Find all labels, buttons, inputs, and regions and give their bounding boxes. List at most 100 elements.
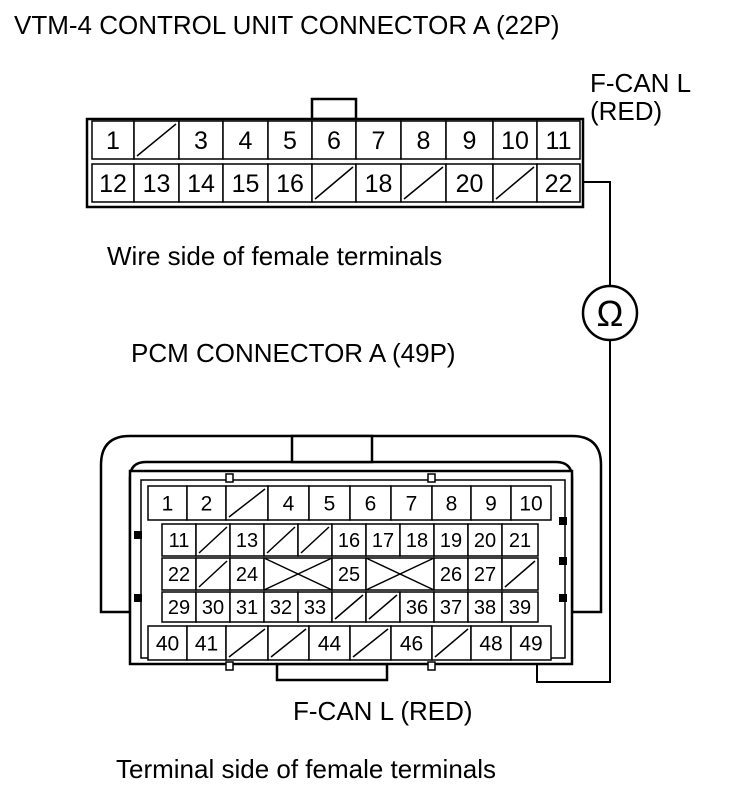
- pcm-row3-terminal-3-cell: [229, 557, 265, 591]
- pcm-row1-terminal-9-cell: [470, 485, 512, 521]
- fcan-top-label-line1: F-CAN L: [590, 68, 692, 98]
- vtm4-row2-terminal-1-cell: [91, 163, 135, 203]
- pcm-row5-terminal-10-cell: [510, 625, 552, 661]
- pcm-row5-terminal-7-label: 46: [400, 633, 423, 656]
- pcm-row2-terminal-11-cell: [501, 523, 539, 557]
- vtm4-row1-terminal-4-label: 4: [239, 127, 253, 155]
- vtm4-row2-terminal-10-blank-slash: [495, 166, 535, 200]
- vtm4-row2-terminal-2-label: 13: [143, 170, 171, 198]
- pcm-row1-terminal-8-label: 8: [446, 493, 458, 516]
- key-mark-right-2: [559, 557, 567, 565]
- fcan-top-label-line2: (RED): [590, 96, 663, 126]
- vtm4-row1-terminal-5-label: 5: [283, 127, 297, 155]
- pcm-row1-terminal-1-label: 1: [162, 493, 174, 516]
- pcm-row2-terminal-3-label: 13: [236, 530, 258, 552]
- pcm-row5-terminal-1-label: 40: [156, 633, 179, 656]
- probe-wire-pcm-49: [536, 340, 611, 683]
- pcm-row4-terminal-11-label: 39: [509, 597, 531, 619]
- vtm4-row2-terminal-3-label: 14: [187, 170, 215, 198]
- pcm-row4-terminal-4-cell: [263, 591, 299, 623]
- vtm4-row2-terminal-9-label: 20: [456, 170, 484, 198]
- pcm-row3-terminal-9-blank-slash: [504, 560, 536, 588]
- pcm-row5-terminal-3-blank-slash: [228, 628, 266, 658]
- pcm-side-caption: Terminal side of female terminals: [116, 754, 497, 784]
- pcm-row3-terminal-3-label: 24: [236, 564, 258, 586]
- pcm-row2-terminal-4-blank-slash: [266, 526, 296, 554]
- pcm-row5-terminal-6-blank-slash: [352, 628, 389, 658]
- locator-square-bottom-left: [225, 661, 234, 671]
- pcm-row4-terminal-3-label: 31: [236, 597, 258, 619]
- pcm-row1-terminal-4-label: 4: [283, 493, 295, 516]
- vtm4-row2-terminal-2-cell: [133, 163, 180, 203]
- vtm4-row2-terminal-4-label: 15: [232, 170, 260, 198]
- pcm-row1-terminal-2-label: 2: [201, 493, 213, 516]
- pcm-row4-terminal-9-label: 37: [440, 597, 462, 619]
- pcm-row3-terminal-7-cell: [433, 557, 469, 591]
- pcm-row5-terminal-2-label: 41: [195, 633, 218, 656]
- pcm-row2-terminal-10-label: 20: [474, 530, 496, 552]
- vtm4-row2-terminal-11-label: 22: [545, 170, 573, 198]
- vtm4-row1-terminal-7-cell: [355, 120, 402, 160]
- key-mark-left-2: [134, 594, 142, 602]
- pcm-row4-terminal-3-cell: [229, 591, 265, 623]
- pcm-row5-terminal-8-blank-slash: [434, 628, 469, 658]
- ohmmeter-wiring: Ω: [536, 181, 639, 683]
- pcm-row4-terminal-11-cell: [501, 591, 539, 623]
- vtm4-row1-terminal-3-cell: [178, 120, 224, 160]
- vtm4-row1-terminal-1-label: 1: [106, 127, 120, 155]
- pcm-row5-terminal-4-blank-slash: [270, 628, 307, 658]
- pcm-row5-terminal-10-label: 49: [519, 633, 542, 656]
- pcm-row1-terminal-5-cell: [308, 485, 351, 521]
- pcm-row3-terminal-8-cell: [467, 557, 503, 591]
- pcm-row1-terminal-6-label: 6: [365, 493, 377, 516]
- probe-wire-vtm4-22: [583, 181, 611, 285]
- vtm4-row2-terminal-3-cell: [178, 163, 224, 203]
- key-mark-left-1: [134, 531, 142, 539]
- pcm-row2-terminal-11-label: 21: [509, 530, 531, 552]
- pcm-row2-terminal-5-blank-slash: [300, 526, 330, 554]
- pcm-row1-terminal-3-blank-slash: [228, 488, 266, 518]
- vtm4-row2-terminal-11-cell: [536, 163, 581, 203]
- pcm-row2-terminal-8-cell: [399, 523, 435, 557]
- pcm-row2-terminal-9-cell: [433, 523, 469, 557]
- vtm4-row2-terminal-8-blank-slash: [403, 166, 444, 200]
- pcm-row4-terminal-5-cell: [297, 591, 333, 623]
- vtm4-row1-terminal-6-label: 6: [327, 127, 341, 155]
- pcm-row4-terminal-10-label: 38: [474, 597, 496, 619]
- vtm4-row2-terminal-5-label: 16: [276, 170, 304, 198]
- pcm-row1-terminal-7-label: 7: [406, 493, 418, 516]
- pcm-row3-terminal-8-label: 27: [474, 564, 496, 586]
- pcm-row4-terminal-4-label: 32: [270, 597, 292, 619]
- pcm-row4-terminal-1-label: 29: [168, 597, 190, 619]
- pcm-row5-terminal-9-label: 48: [479, 633, 502, 656]
- pcm-row3-terminal-6-cross-b: [365, 557, 435, 591]
- pcm-row4-terminal-1-cell: [161, 591, 197, 623]
- vtm4-row2-terminal-7-label: 18: [365, 170, 393, 198]
- pcm-row4-terminal-2-label: 30: [202, 597, 224, 619]
- locator-square-top-left: [225, 473, 234, 483]
- vtm4-row1-terminal-6-cell: [311, 120, 357, 160]
- pcm-row1-terminal-6-cell: [349, 485, 392, 521]
- vtm4-side-caption: Wire side of female terminals: [107, 241, 443, 271]
- vtm4-connector-title: VTM-4 CONTROL UNIT CONNECTOR A (22P): [14, 10, 560, 40]
- pcm-row1-terminal-10-cell: [510, 485, 552, 521]
- locator-square-bottom-right: [427, 661, 436, 671]
- pcm-row4-terminal-10-cell: [467, 591, 503, 623]
- vtm4-row1-terminal-8-label: 8: [417, 127, 431, 155]
- vtm4-row1-terminal-7-label: 7: [372, 127, 386, 155]
- pcm-row4-terminal-5-label: 33: [304, 597, 326, 619]
- vtm4-row2-terminal-9-cell: [445, 163, 494, 203]
- locator-square-top-right: [427, 473, 436, 483]
- pcm-row3-terminal-4-cross-b: [263, 557, 333, 591]
- vtm4-row1-terminal-10-label: 10: [501, 127, 529, 155]
- pcm-row2-terminal-10-cell: [467, 523, 503, 557]
- pcm-row4-terminal-7-blank-slash: [368, 594, 398, 620]
- vtm4-row1-terminal-9-cell: [445, 120, 494, 160]
- pcm-row2-terminal-1-label: 11: [169, 530, 190, 552]
- vtm4-row1-terminal-9-label: 9: [463, 127, 477, 155]
- ohm-symbol: Ω: [597, 293, 624, 334]
- pcm-row3-terminal-1-cell: [161, 557, 197, 591]
